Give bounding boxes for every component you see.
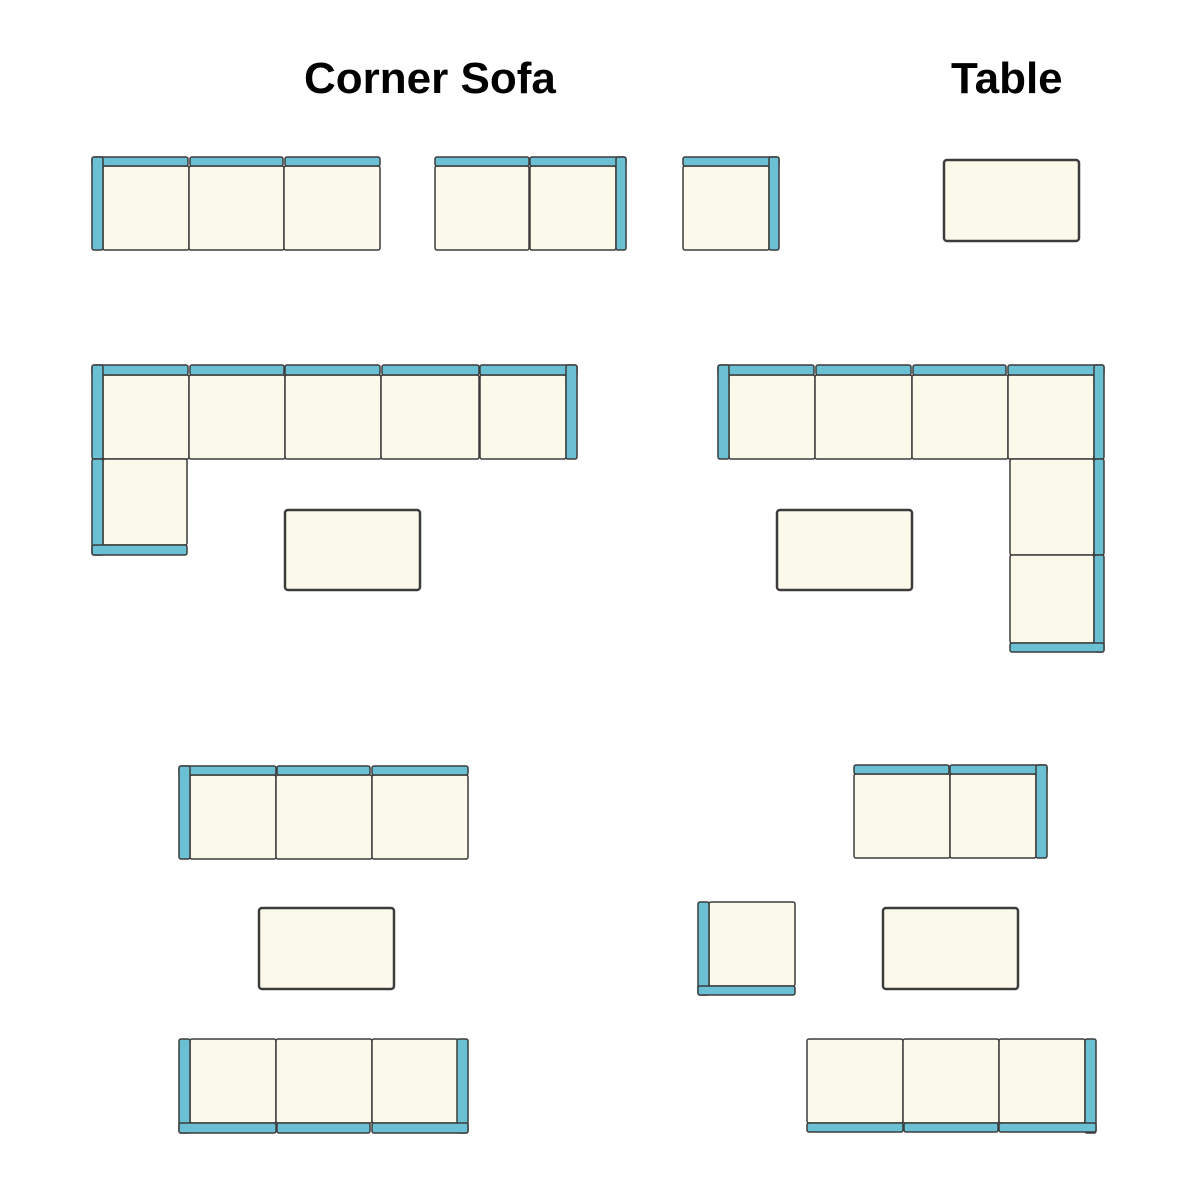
seat-cushion <box>1009 458 1095 556</box>
armrest <box>456 1038 469 1134</box>
seat-cushion <box>1007 374 1095 460</box>
armrest <box>189 364 285 376</box>
seat-cushion <box>529 165 617 251</box>
armrest <box>1009 642 1105 653</box>
armrest <box>1093 364 1105 460</box>
seat-cushion <box>479 374 567 460</box>
armrest <box>717 364 730 460</box>
armrest <box>178 765 277 776</box>
seat-cushion <box>371 1038 459 1124</box>
armrest <box>91 458 104 556</box>
seat-cushion <box>189 774 277 860</box>
seat-cushion <box>188 165 285 251</box>
seat-cushion <box>682 165 770 251</box>
coffee-table <box>881 906 1020 991</box>
l-shaped-arrangement-left <box>91 364 578 592</box>
seat-cushion <box>814 374 913 460</box>
seat-cushion <box>853 773 951 859</box>
modules-legend <box>91 156 1081 251</box>
seat-cushion <box>275 1038 373 1124</box>
seat-cushion <box>949 773 1037 859</box>
seat-cushion <box>434 165 530 251</box>
armrest <box>912 364 1007 376</box>
armrest <box>178 765 191 860</box>
armrest <box>91 156 189 167</box>
armrest <box>91 364 104 460</box>
armrest <box>998 1122 1097 1133</box>
l-shaped-arrangement-right <box>717 364 1105 653</box>
armrest <box>1035 764 1048 859</box>
seat-cushion <box>902 1038 1000 1124</box>
facing-sofas-arrangement <box>178 765 469 1134</box>
seat-cushion <box>102 374 190 460</box>
heading-table: Table <box>951 54 1063 103</box>
armrest <box>615 156 627 251</box>
seat-cushion <box>998 1038 1086 1124</box>
armrest <box>1093 554 1105 653</box>
seat-cushion <box>188 374 286 460</box>
seat-cushion <box>1009 554 1095 644</box>
seat-cushion <box>283 165 381 251</box>
seat-cushion <box>284 374 382 460</box>
armrest <box>949 764 1048 775</box>
armrest <box>1093 458 1105 556</box>
armrest <box>371 765 469 776</box>
armrest <box>189 156 284 167</box>
armrest <box>1007 364 1105 376</box>
seat-cushion <box>102 458 188 546</box>
armrest <box>91 364 189 376</box>
armrest <box>806 1122 904 1133</box>
armrest <box>903 1122 999 1133</box>
coffee-table <box>775 508 914 592</box>
seat-cushion <box>380 374 480 460</box>
armrest <box>697 901 710 996</box>
armrest <box>276 1122 371 1134</box>
seat-cushion <box>911 374 1009 460</box>
armrest <box>768 156 780 251</box>
armrest <box>565 364 578 460</box>
mixed-arrangement <box>697 764 1097 1134</box>
seat-cushion <box>806 1038 904 1124</box>
armrest <box>815 364 912 376</box>
armrest <box>682 156 780 167</box>
armrest <box>284 156 381 167</box>
armrest <box>178 1038 191 1134</box>
armrest <box>717 364 815 376</box>
seat-cushion <box>728 374 816 460</box>
seat-cushion <box>102 165 190 251</box>
coffee-table <box>283 508 422 592</box>
armrest <box>697 985 796 996</box>
armrest <box>371 1122 469 1134</box>
seat-cushion <box>371 774 469 860</box>
armrest <box>529 156 627 167</box>
coffee-table <box>942 158 1081 243</box>
seat-cushion <box>708 901 796 987</box>
armrest <box>91 544 188 556</box>
seat-cushion <box>275 774 373 860</box>
armrest <box>178 1122 277 1134</box>
armrest <box>381 364 480 376</box>
armrest <box>276 765 371 776</box>
armrest <box>284 364 381 376</box>
armrest <box>91 156 104 251</box>
armrest <box>1084 1038 1097 1134</box>
seat-cushion <box>189 1038 277 1124</box>
coffee-table <box>257 906 396 991</box>
heading-corner-sofa: Corner Sofa <box>304 54 556 103</box>
armrest <box>434 156 530 167</box>
armrest <box>853 764 950 775</box>
armrest <box>479 364 578 376</box>
